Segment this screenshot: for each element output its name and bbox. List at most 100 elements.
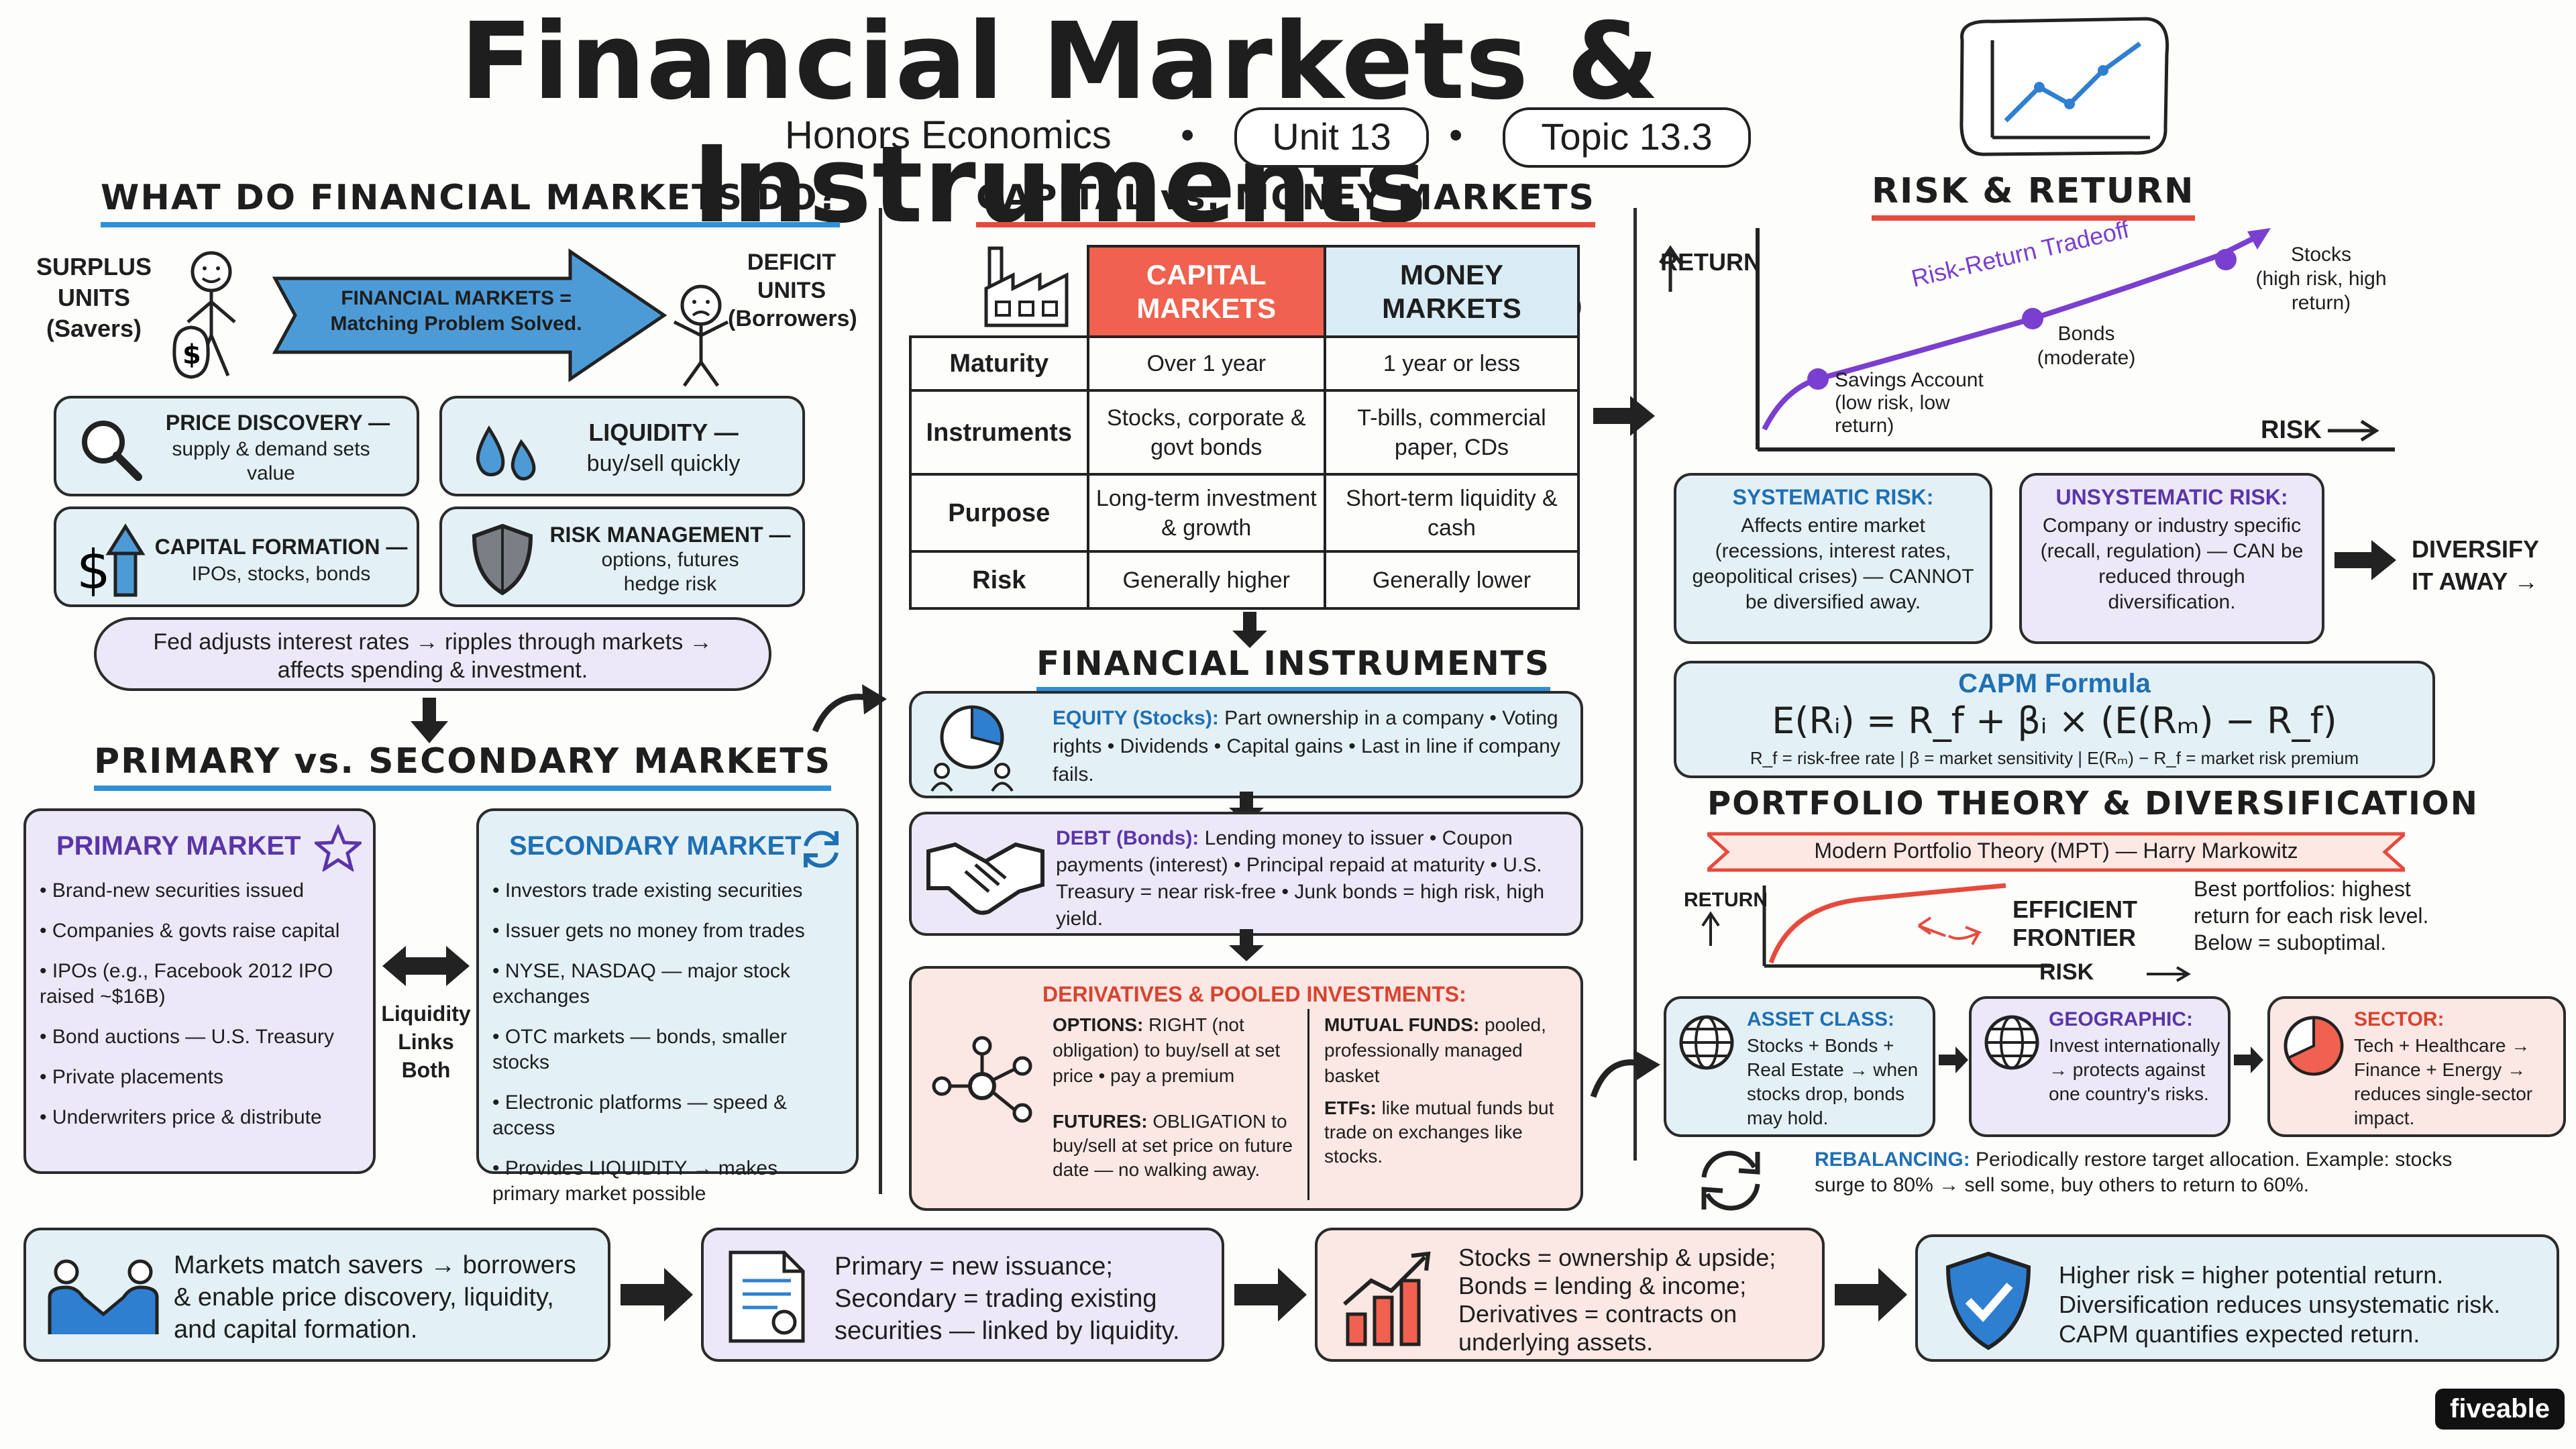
curved-arrow-icon	[812, 678, 892, 741]
table-cell: Generally higher	[1086, 550, 1326, 610]
bar-growth-icon	[1338, 1250, 1438, 1351]
ownership-pie-icon	[922, 700, 1022, 798]
refresh-icon	[798, 826, 845, 876]
capm-legend: R_f = risk-free rate | β = market sensit…	[1750, 748, 2359, 768]
brand-logo: fiveable	[2435, 1389, 2565, 1430]
down-arrow-icon	[1231, 612, 1269, 653]
capital-formation-title: CAPITAL FORMATION —	[154, 535, 408, 559]
card-divider	[1307, 1009, 1309, 1200]
liquidity-link-label: Liquidity Links Both	[381, 1002, 471, 1082]
liquidity-body: buy/sell quickly	[586, 451, 741, 476]
asset-class-title: ASSET CLASS:	[1747, 1008, 1895, 1030]
summary-card-4: Higher risk = higher potential return. D…	[1915, 1234, 2559, 1362]
row-label: Purpose	[909, 473, 1089, 553]
saver-icon: $	[161, 248, 262, 382]
capm-card: CAPM Formula E(Rᵢ) = R_f + βᵢ × (E(Rₘ) −…	[1674, 661, 2435, 778]
mutual-funds-text: MUTUAL FUNDS: pooled, professionally man…	[1324, 1012, 1572, 1089]
risk-management-body: options, futures hedge risk	[601, 549, 739, 595]
savings-point	[1807, 368, 1829, 390]
point-detail: (moderate)	[2037, 347, 2136, 369]
double-arrow-icon	[379, 943, 473, 993]
liquidity-card: LIQUIDITY — buy/sell quickly	[439, 396, 805, 496]
secondary-market-card: SECONDARY MARKET • Investors trade exist…	[476, 808, 859, 1205]
point-name: Savings Account	[1835, 369, 1984, 391]
shield-icon	[469, 523, 536, 600]
futures-body: OBLIGATION to buy/sell at set price on f…	[1053, 1111, 1293, 1180]
best-portfolios-note: Best portfolios: highest return for each…	[2194, 877, 2429, 955]
price-discovery-title: PRICE DISCOVERY —	[165, 411, 390, 435]
right-arrow-icon	[2234, 1046, 2264, 1077]
savings-label: Savings Account (low risk, low return)	[1835, 369, 2009, 437]
rebalancing-label: REBALANCING:	[1815, 1148, 1970, 1171]
frontier-risk-axis: RISK	[2039, 959, 2094, 985]
risk-axis-label: RISK	[2261, 416, 2322, 444]
certificate-icon	[724, 1247, 811, 1351]
instruments-heading: FINANCIAL INSTRUMENTS	[1036, 644, 1550, 692]
functions-heading: WHAT DO FINANCIAL MARKETS DO?	[101, 178, 840, 227]
primary-market-list: • Brand-new securities issued • Companie…	[40, 878, 368, 1145]
globe-icon	[1676, 1012, 1737, 1076]
sector-body: Tech + Healthcare → Finance + Energy → r…	[2354, 1035, 2533, 1128]
unsystematic-title: UNSYSTEMATIC RISK:	[2055, 485, 2288, 509]
etf-body: like mutual funds but trade on exchanges…	[1324, 1097, 1554, 1167]
list-item: • OTC markets — bonds, smaller stocks	[492, 1026, 787, 1073]
table-cell: 1 year or less	[1323, 335, 1580, 392]
mutual-funds-label: MUTUAL FUNDS:	[1324, 1014, 1480, 1035]
table-cell: Over 1 year	[1086, 335, 1326, 392]
right-arrow-icon	[621, 1268, 694, 1325]
matching-arrow	[268, 248, 671, 382]
etf-text: ETFs: like mutual funds but trade on exc…	[1324, 1096, 1572, 1169]
list-item: • Issuer gets no money from trades	[492, 920, 805, 942]
course-label: Honors Economics	[785, 113, 1112, 157]
summary-4-text: Higher risk = higher potential return. D…	[2059, 1261, 2501, 1348]
right-arrow-icon	[1593, 396, 1657, 439]
pie-chart-icon	[2280, 1012, 2347, 1083]
risk-management-title: RISK MANAGEMENT —	[549, 523, 791, 547]
futures-text: FUTURES: OBLIGATION to buy/sell at set p…	[1053, 1110, 1294, 1182]
table-cell: T-bills, commercial paper, CDs	[1323, 389, 1580, 476]
primary-secondary-heading: PRIMARY vs. SECONDARY MARKETS	[94, 741, 832, 791]
stocks-point	[2215, 249, 2237, 270]
capital-formation-card: $ CAPITAL FORMATION — IPOs, stocks, bond…	[54, 506, 419, 607]
geographic-body: Invest internationally → protects agains…	[2049, 1035, 2220, 1104]
summary-card-1: Markets match savers → borrowers & enabl…	[23, 1228, 610, 1362]
primary-market-card: PRIMARY MARKET • Brand-new securities is…	[23, 808, 376, 1174]
capm-formula: E(Rᵢ) = R_f + βᵢ × (E(Rₘ) − R_f)	[1772, 700, 2337, 742]
network-icon	[928, 1036, 1036, 1140]
rebalance-cycle-icon	[1690, 1144, 1771, 1221]
liquidity-title: LIQUIDITY —	[588, 419, 739, 446]
risk-return-heading: RISK & RETURN	[1872, 171, 2195, 221]
globe-icon	[1982, 1012, 2042, 1076]
asset-class-body: Stocks + Bonds + Real Estate → when stoc…	[1747, 1035, 1919, 1128]
unit-badge: Unit 13	[1234, 107, 1429, 168]
right-arrow-icon	[1835, 1268, 1909, 1325]
surplus-label: SURPLUS UNITS (Savers)	[36, 253, 152, 342]
list-item: • Bond auctions — U.S. Treasury	[40, 1026, 335, 1048]
primary-market-title: PRIMARY MARKET	[56, 831, 301, 861]
summary-3-text: Stocks = ownership & upside; Bonds = len…	[1458, 1244, 1776, 1356]
equity-card: EQUITY (Stocks): Part ownership in a com…	[909, 691, 1583, 798]
water-drops-icon	[469, 415, 543, 486]
frontier-return-axis: RETURN	[1684, 889, 1768, 911]
capm-title: CAPM Formula	[1958, 669, 2151, 698]
summary-2-text: Primary = new issuance; Secondary = trad…	[835, 1252, 1180, 1345]
list-item: • Private placements	[40, 1066, 223, 1088]
equity-body: Part ownership in a company • Voting rig…	[1053, 707, 1560, 786]
unsystematic-body: Company or industry specific (recall, re…	[2040, 515, 2304, 613]
point-detail: (low risk, low return)	[1835, 392, 1950, 437]
row-label: Risk	[909, 550, 1089, 610]
geographic-card: GEOGRAPHIC: Invest internationally → pro…	[1969, 996, 2231, 1137]
summary-card-3: Stocks = ownership & upside; Bonds = len…	[1315, 1228, 1825, 1362]
debt-card: DEBT (Bonds): Lending money to issuer • …	[909, 812, 1583, 936]
mpt-banner-text: Modern Portfolio Theory (MPT) — Harry Ma…	[1814, 839, 2298, 863]
list-item: • IPOs (e.g., Facebook 2012 IPO raised ~…	[40, 960, 333, 1008]
rebalancing-body: Periodically restore target allocation. …	[1815, 1148, 2453, 1196]
deficit-label: DEFICIT UNITS (Borrowers)	[728, 250, 857, 331]
capital-formation-body: IPOs, stocks, bonds	[191, 563, 371, 585]
equity-text: EQUITY (Stocks): Part ownership in a com…	[1053, 704, 1576, 789]
sector-card: SECTOR: Tech + Healthcare → Finance + En…	[2267, 996, 2566, 1137]
systematic-risk-card: SYSTEMATIC RISK: Affects entire market (…	[1674, 473, 1992, 644]
topic-badge: Topic 13.3	[1503, 107, 1751, 168]
table-corner	[910, 246, 1088, 337]
point-detail: (high risk, high return)	[2255, 268, 2387, 314]
